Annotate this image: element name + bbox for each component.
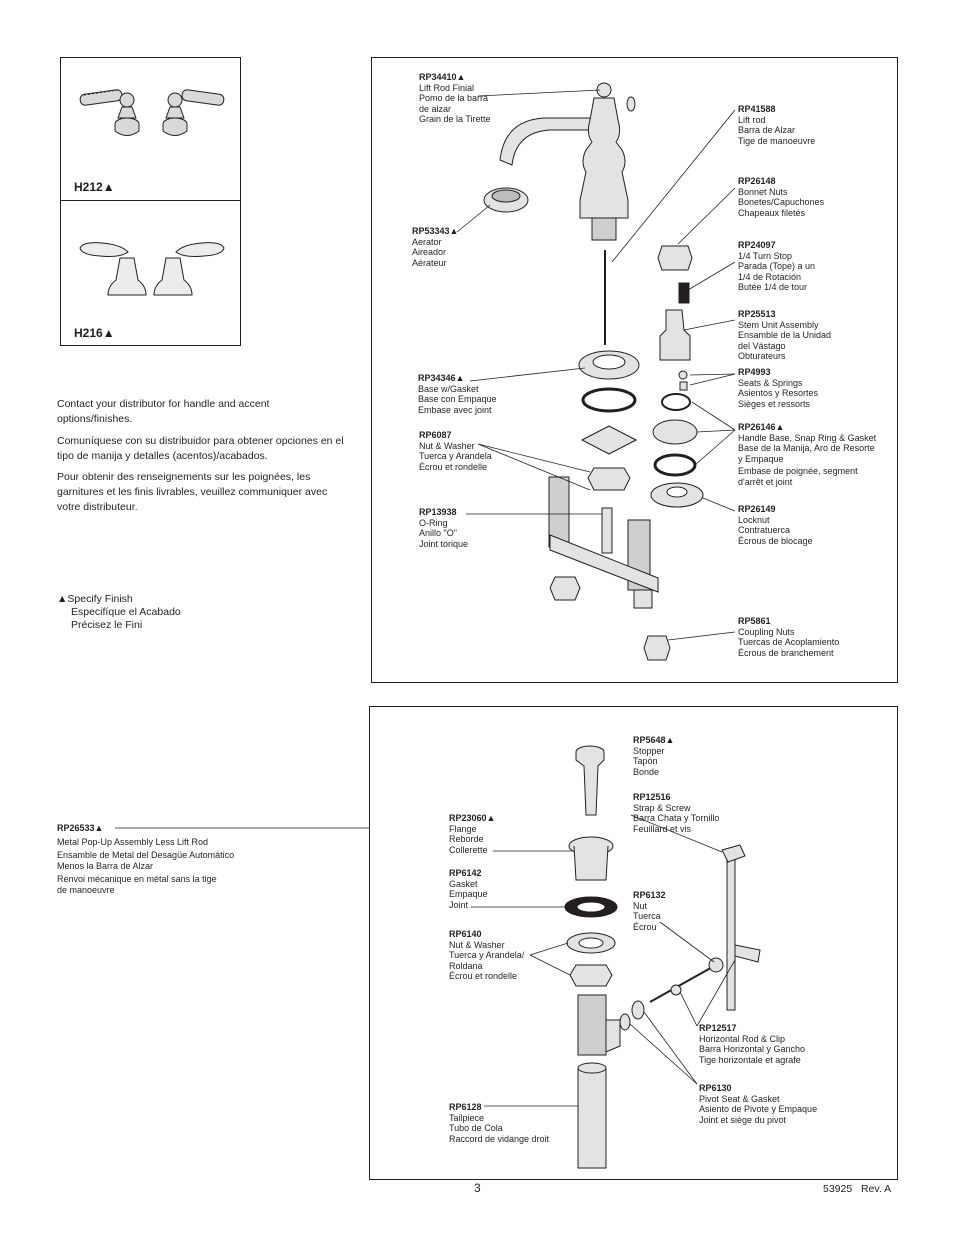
faucet-exploded-view-box	[371, 57, 898, 683]
faucet-part-label: RP13938 O-Ring Anillo "O" Joint torique	[419, 507, 469, 549]
contact-note-es: Comuníquese con su distribuidor para obt…	[57, 435, 344, 462]
drain-part-label: RP6132 Nut Tuerca Écrou	[633, 890, 666, 932]
popup-assembly-label: RP26533▲ Metal Pop-Up Assembly Less Lift…	[57, 823, 235, 895]
stem-unit-illustration	[659, 309, 691, 361]
contact-note-fr: Pour obtenir des renseignements sur les …	[57, 471, 328, 513]
tailpiece-illustration	[577, 1067, 607, 1169]
strap-illustration	[726, 855, 736, 1011]
faucet-part-label: RP53343▲ Aerator Aireador Aérateur	[412, 226, 459, 268]
drain-exploded-view-box	[369, 706, 898, 1180]
drain-part-label: RP6130 Pivot Seat & Gasket Asiento de Pi…	[699, 1083, 818, 1125]
faucet-body-illustration	[579, 97, 629, 219]
faucet-part-label: RP34410▲ Lift Rod Finial Pomo de la barr…	[419, 72, 491, 124]
page-number: 3	[474, 1181, 481, 1195]
faucet-part-label: RP26149 Locknut Contratuerca Écrous de b…	[738, 504, 813, 546]
h216-handle-right-illustration	[153, 242, 225, 296]
gasket-illustration	[581, 387, 637, 413]
bonnet-nut-illustration	[657, 245, 693, 271]
flange-illustration	[573, 845, 609, 881]
doc-number: 53925 Rev. A	[823, 1183, 891, 1195]
drain-part-label: RP6140 Nut & Washer Tuerca y Arandela/ R…	[449, 929, 525, 981]
coupling-nut-illustration	[643, 635, 671, 661]
drain-part-label: RP6142 Gasket Empaque Joint	[449, 868, 488, 910]
drain-body-illustration	[577, 994, 607, 1056]
drain-part-label: RP12516 Strap & Screw Barra Chata y Torn…	[633, 792, 720, 834]
finish-note-es: Especifíque el Acabado	[71, 606, 181, 618]
h212-label: H212▲	[74, 180, 115, 194]
finish-note-fr: Précisez le Fini	[71, 619, 143, 631]
doc-number-value: 53925	[823, 1183, 853, 1195]
finish-note-en: ▲Specify Finish	[57, 593, 133, 605]
faucet-part-label: RP5861 Coupling Nuts Tuercas de Acoplami…	[738, 616, 840, 658]
drain-part-label: RP5648▲ Stopper Tapón Bonde	[633, 735, 675, 777]
faucet-part-label: RP24097 1/4 Turn Stop Parada (Tope) a un…	[738, 240, 816, 292]
faucet-part-label: RP34346▲ Base w/Gasket Base con Empaque …	[418, 373, 497, 415]
contact-note-en: Contact your distributor for handle and …	[57, 398, 270, 425]
handle-options-box	[60, 57, 241, 346]
drain-part-label: RP23060▲ Flange Reborde Collerette	[449, 813, 496, 855]
faucet-part-label: RP6087 Nut & Washer Tuerca y Arandela Éc…	[419, 430, 492, 472]
handle-box-divider	[61, 200, 240, 201]
faucet-part-label: RP41588 Lift rod Barra de Alzar Tige de …	[738, 104, 816, 146]
h212-handle-right-illustration	[162, 89, 225, 136]
faucet-part-label: RP26146▲ Handle Base, Snap Ring & Gasket…	[738, 422, 877, 487]
h212-handle-left-illustration	[79, 89, 140, 136]
drain-part-label: RP6128 Tailpiece Tubo de Cola Raccord de…	[449, 1102, 550, 1144]
h216-label: H216▲	[74, 326, 115, 340]
h216-handle-left-illustration	[79, 242, 147, 296]
revision: Rev. A	[860, 1183, 892, 1195]
faucet-part-label: RP4993 Seats & Springs Asientos y Resort…	[738, 367, 819, 409]
faucet-part-label: RP25513 Stem Unit Assembly Ensamble de l…	[738, 309, 832, 361]
faucet-part-label: RP26148 Bonnet Nuts Bonetes/Capuchones C…	[738, 176, 825, 218]
drain-part-label: RP12517 Horizontal Rod & Clip Barra Hori…	[699, 1023, 806, 1065]
